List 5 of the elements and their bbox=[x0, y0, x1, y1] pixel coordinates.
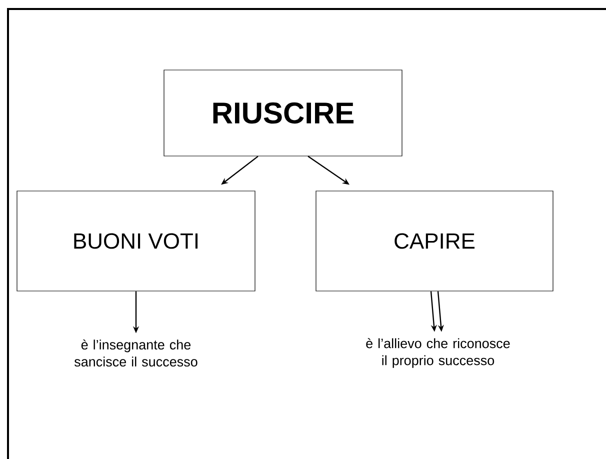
concept-box: BUONI VOTI bbox=[16, 190, 256, 292]
concept-box: CAPIRE bbox=[316, 190, 554, 292]
title-box: RIUSCIRE bbox=[164, 70, 402, 156]
description-text: è l’allievo che riconosce il proprio successo bbox=[366, 338, 510, 368]
description-text: è l’insegnante che sancisce il successo bbox=[74, 339, 198, 367]
